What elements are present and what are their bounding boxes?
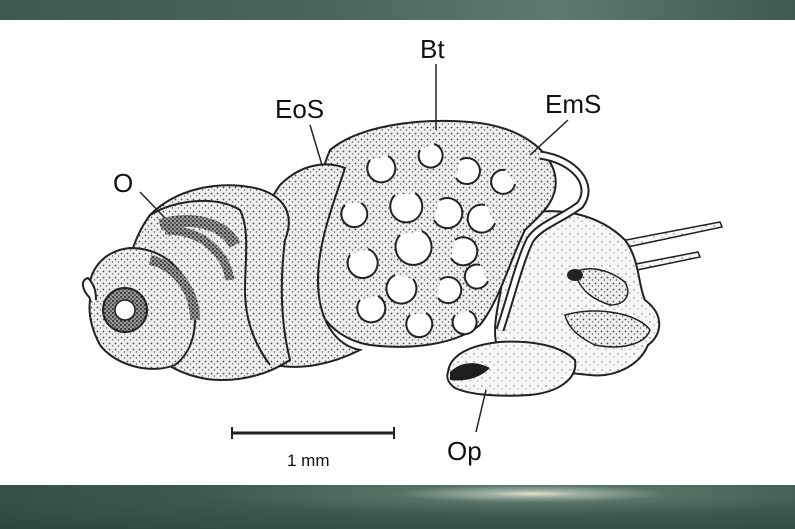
label-eos: EoS xyxy=(275,94,324,124)
label-o: O xyxy=(113,168,133,198)
scale-bar-label: 1 mm xyxy=(287,451,330,470)
snail-illustration: Bt EoS EmS O Op 1 mm xyxy=(0,20,795,485)
bottom-background-band xyxy=(0,485,795,529)
snail-figure: Bt EoS EmS O Op 1 mm xyxy=(0,20,795,485)
top-background-band xyxy=(0,0,795,20)
scale-bar: 1 mm xyxy=(232,427,394,470)
label-op: Op xyxy=(447,436,482,466)
label-ems: EmS xyxy=(545,89,601,119)
label-bt: Bt xyxy=(420,34,445,64)
